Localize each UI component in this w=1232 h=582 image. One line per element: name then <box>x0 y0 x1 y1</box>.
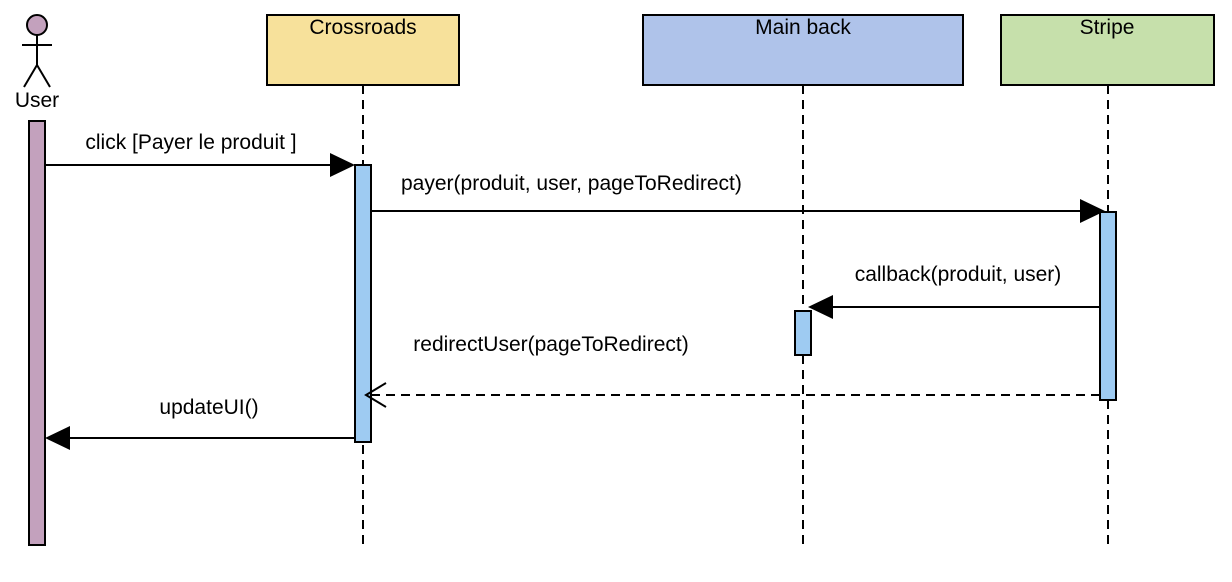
participant-label: Main back <box>755 16 851 39</box>
message-payer: payer(produit, user, pageToRedirect) <box>371 172 1105 223</box>
participant-box <box>1000 14 1215 86</box>
message-label: callback(produit, user) <box>855 263 1062 286</box>
arrowhead-filled <box>1080 199 1105 223</box>
message-redirect: redirectUser(pageToRedirect) <box>364 333 1100 408</box>
activation-mainback <box>794 310 812 356</box>
message-label: updateUI() <box>159 396 258 419</box>
actor-user: User <box>15 14 59 112</box>
participant-box <box>266 14 460 86</box>
activation-user <box>28 120 46 546</box>
participant-crossroads: Crossroads <box>266 14 460 86</box>
message-label: redirectUser(pageToRedirect) <box>413 333 688 356</box>
arrowhead-filled <box>330 153 355 177</box>
message-updateui: updateUI() <box>45 396 355 450</box>
actor-head <box>26 14 48 36</box>
participant-box <box>642 14 964 86</box>
participant-mainback: Main back <box>642 14 964 86</box>
actor-left-leg <box>23 64 38 88</box>
activation-stripe <box>1099 211 1117 401</box>
activation-crossroads <box>354 164 372 443</box>
arrowhead-filled <box>45 426 70 450</box>
arrowhead-open <box>364 382 387 408</box>
message-callback: callback(produit, user) <box>808 263 1100 319</box>
actor-label: User <box>15 89 59 112</box>
message-click: click [Payer le produit ] <box>45 131 355 177</box>
actor-right-leg <box>36 64 51 88</box>
message-label: payer(produit, user, pageToRedirect) <box>401 172 742 195</box>
participant-stripe: Stripe <box>1000 14 1215 86</box>
message-label: click [Payer le produit ] <box>85 131 296 154</box>
participant-label: Crossroads <box>309 16 416 39</box>
participant-label: Stripe <box>1080 16 1135 39</box>
arrowhead-filled <box>808 295 833 319</box>
